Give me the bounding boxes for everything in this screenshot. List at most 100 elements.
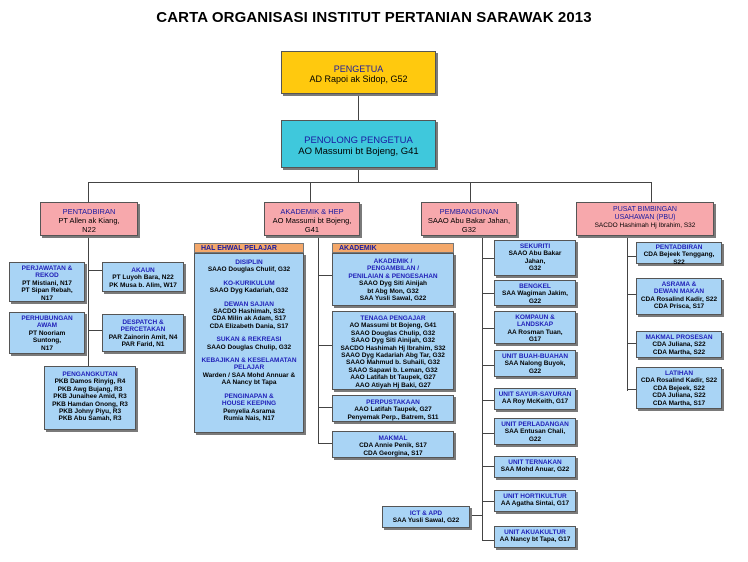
dept-title-line2: USAHAWAN (PBU) <box>614 214 676 221</box>
unit-sekuriti: SEKURITI SAAO Abu Bakar Jahan, G32 <box>494 240 576 276</box>
staff-line: N17 <box>41 294 53 302</box>
dept-pbu: PUSAT BIMBINGAN USAHAWAN (PBU) SACDO Has… <box>576 202 714 236</box>
staff-line: CDA Bejeek Tenggang, <box>643 251 715 259</box>
unit-pengangkutan: PENGANGKUTAN PKB Damos Rinyig, R4 PKB Aw… <box>44 366 136 430</box>
unit-title: SEKURITI <box>519 243 551 250</box>
staff-line: PAR Zainorin Amit, N4 <box>108 333 178 341</box>
section-title: SUKAN & REKREASI <box>216 336 282 344</box>
akademik-makmal: MAKMAL CDA Annie Penik, S17 CDA Georgina… <box>332 431 454 458</box>
staff-line: G22 <box>528 367 542 375</box>
staff-line: PT Nooriam <box>28 329 66 337</box>
chart-title: CARTA ORGANISASI INSTITUT PERTANIAN SARA… <box>156 9 592 26</box>
dept-pembangunan: PEMBANGUNAN SAAO Abu Bakar Jahan, G32 <box>421 202 517 236</box>
dept-title: PEMBANGUNAN <box>439 207 499 216</box>
unit-title: UNIT BUAH-BUAHAN <box>501 353 569 360</box>
staff-line: AAO Latifah bt Taupek, G27 <box>350 374 436 382</box>
staff-line: AO Massumi bt Bojeng, G41 <box>349 322 437 330</box>
staff-line: SAAO Dyg Siti Ainijah <box>358 280 427 288</box>
unit-title: MAKMAL <box>378 435 408 442</box>
staff-line: CDA Milin ak Adam, S17 <box>211 315 287 323</box>
unit-ict-apd: ICT & APD SAA Yusli Sawal, G22 <box>382 506 470 528</box>
hep-header: HAL EHWAL PELAJAR <box>194 243 304 253</box>
dept-head-grade: G41 <box>304 225 320 234</box>
staff-line: PKB Hamdan Onong, R3 <box>52 400 128 408</box>
staff-line: Suntong, <box>32 337 62 345</box>
staff-line: G32 <box>528 265 542 273</box>
staff-line: PT Mistiani, N17 <box>22 279 72 287</box>
unit-kompaun-landskap: KOMPAUN & LANDSKAP AA Rosman Tuan, G17 <box>494 311 576 344</box>
staff-line: SAAO Abu Bakar <box>508 250 562 258</box>
hep-dewan-sajian: DEWAN SAJIAN SACDO Hashimah, S32 CDA Mil… <box>195 301 303 331</box>
staff-line: Rumia Nais, N17 <box>223 414 275 422</box>
staff-line: SAAO Dyg Kadariah Abg Tar, G32 <box>341 352 445 360</box>
staff-line: SAAO Dyg Siti Ainijah, G32 <box>351 337 435 345</box>
staff-line: CDA Juliana, S22 <box>652 392 706 400</box>
pengetua-name: AD Rapoi ak Sidop, G52 <box>309 74 408 84</box>
unit-title-line2: LANDSKAP <box>516 321 554 329</box>
staff-line: G17 <box>528 336 542 344</box>
penolong-pengetua-box: PENOLONG PENGETUA AO Massumi bt Bojeng, … <box>281 120 436 168</box>
staff-line: Penyelia Asrama <box>223 407 275 415</box>
dept-title: PUSAT BIMBINGAN <box>613 206 677 213</box>
staff-line: SAA Yusli Sawal, G22 <box>392 517 460 525</box>
staff-line: AA Rosman Tuan, <box>507 328 563 336</box>
staff-line: SAA Yusli Sawal, G22 <box>359 295 427 303</box>
staff-line: PKB Abu Samah, R3 <box>58 415 122 423</box>
unit-title-line2: DEWAN MAKAN <box>653 288 705 296</box>
unit-title: PERJAWATAN & <box>21 265 73 272</box>
unit-title: PENTADBIRAN <box>655 244 703 251</box>
staff-line: CDA Rosalind Kadir, S22 <box>640 377 718 385</box>
staff-line: Warden / SAA Mohd Annuar & <box>202 371 296 379</box>
staff-line: PK Musa b. Alim, W17 <box>109 281 177 289</box>
pbu-makmal-prosesan: MAKMAL PROSESAN CDA Juliana, S22 CDA Mar… <box>636 331 722 358</box>
unit-hortikultur: UNIT HORTIKULTUR AA Agatha Sintai, G17 <box>494 490 576 512</box>
staff-line: CDA Bejeek, S22 <box>653 384 705 392</box>
staff-line: CDA Georgina, S17 <box>363 449 423 457</box>
unit-despatch-percetakan: DESPATCH & PERCETAKAN PAR Zainorin Amit,… <box>102 314 184 352</box>
staff-line: CDA Annie Penik, S17 <box>359 442 427 450</box>
pbu-pentadbiran: PENTADBIRAN CDA Bejeek Tenggang, S22 <box>636 242 722 266</box>
dept-head-grade: G32 <box>461 225 477 234</box>
staff-line: SAAO Dyg Kadariah, G32 <box>209 287 289 295</box>
dept-akademik-hep: AKADEMIK & HEP AO Massumi bt Bojeng, G41 <box>264 202 360 236</box>
unit-bengkel: BENGKEL SAA Wagiman Jakim, G22 <box>494 280 576 306</box>
akademik-pengambilan: AKADEMIK / PENGAMBILAN / PENILAIAN & PEN… <box>332 253 454 306</box>
unit-title: UNIT PERLADANGAN <box>501 421 569 428</box>
section-title: KEBAJIKAN & KESELAMATAN <box>201 357 297 365</box>
staff-line: SAAO Douglas Chulip, G32 <box>206 343 292 351</box>
section-title: PENGINAPAN & <box>224 392 274 400</box>
staff-line: PT Luyoh Bara, N22 <box>112 274 174 282</box>
staff-line: AAO Atiyah Hj Baki, G27 <box>355 381 431 389</box>
staff-line: CDA Rosalind Kadir, S22 <box>640 295 718 303</box>
staff-line: CDA Martha, S22 <box>652 348 706 356</box>
unit-title-line2: REKOD <box>35 272 59 280</box>
unit-title-line2: PENGAMBILAN / <box>367 265 419 273</box>
hep-sukan-rekreasi: SUKAN & REKREASI SAAO Douglas Chulip, G3… <box>195 336 303 351</box>
unit-title: PENGANGKUTAN <box>62 371 118 378</box>
staff-line: PKB Junaihee Amid, R3 <box>53 393 127 401</box>
unit-perjawatan-rekod: PERJAWATAN & REKOD PT Mistiani, N17 PT S… <box>9 262 85 302</box>
unit-akuakultur: UNIT AKUAKULTUR AA Nancy bt Tapa, G17 <box>494 526 576 548</box>
dept-head-grade: N22 <box>82 225 96 234</box>
akademik-header: AKADEMIK <box>332 243 454 253</box>
staff-line: bt Abg Mon, G32 <box>367 287 419 295</box>
hep-penginapan: PENGINAPAN & HOUSE KEEPING Penyelia Asra… <box>195 393 303 423</box>
pengetua-title: PENGETUA <box>333 64 384 74</box>
dept-title: PENTADBIRAN <box>62 207 116 216</box>
section-title-line2: HOUSE KEEPING <box>221 400 277 408</box>
unit-title: LATIHAN <box>664 370 694 377</box>
staff-line: CDA Elizabeth Dania, S17 <box>209 322 289 330</box>
staff-line: N17 <box>41 344 53 352</box>
staff-line: CDA Prisca, S17 <box>653 303 705 311</box>
dept-title: AKADEMIK & HEP <box>280 207 344 216</box>
unit-sayur-sayuran: UNIT SAYUR-SAYURAN AA Roy McKeith, G17 <box>494 388 576 410</box>
unit-title: DESPATCH & <box>122 319 164 326</box>
unit-akaun: AKAUN PT Luyoh Bara, N22 PK Musa b. Alim… <box>102 262 184 292</box>
akademik-tenaga-pengajar: TENAGA PENGAJAR AO Massumi bt Bojeng, G4… <box>332 311 454 390</box>
pengetua-box: PENGETUA AD Rapoi ak Sidop, G52 <box>281 51 436 94</box>
hep-kebajikan-keselamatan: KEBAJIKAN & KESELAMATAN PELAJAR Warden /… <box>195 357 303 387</box>
unit-title: UNIT TERNAKAN <box>508 459 562 466</box>
staff-line: PKB Awg Bujang, R3 <box>57 385 123 393</box>
staff-line: SACDO Hashimah, S32 <box>213 308 285 316</box>
unit-ternakan: UNIT TERNAKAN SAA Mohd Anuar, G22 <box>494 456 576 478</box>
